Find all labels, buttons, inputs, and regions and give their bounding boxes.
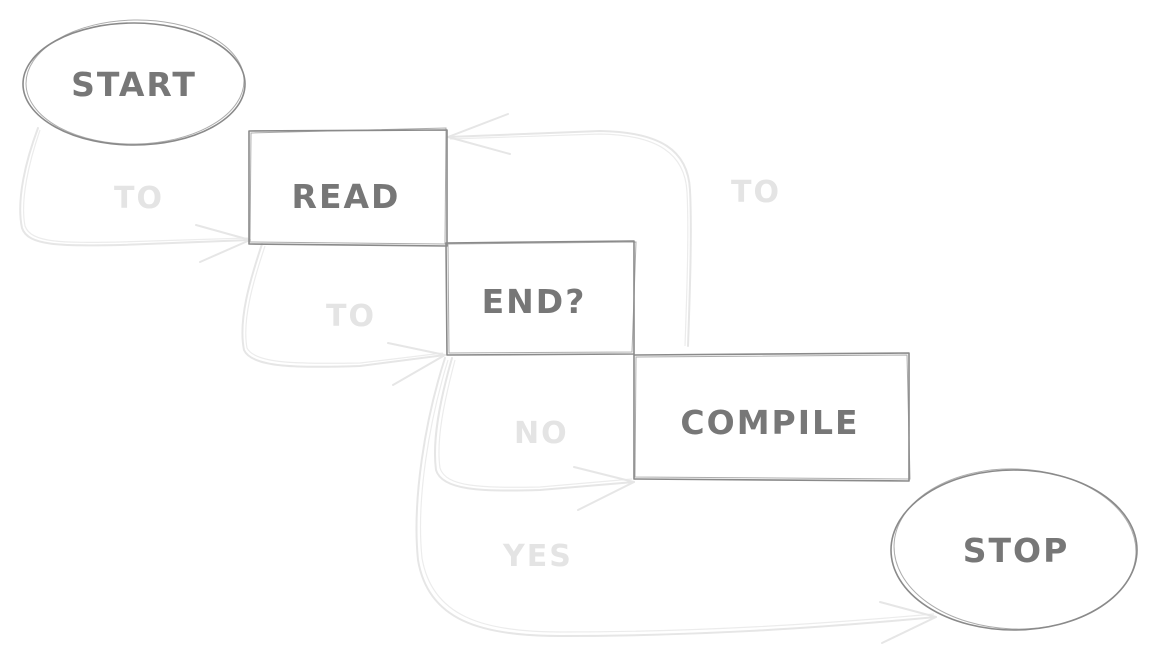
- arrowhead-icon: [195, 224, 251, 263]
- edge-label-start-read: TO: [114, 181, 164, 216]
- arrowhead-icon: [573, 466, 635, 511]
- arrowhead-icon: [387, 342, 446, 386]
- edge-end-to-compile[interactable]: NO: [433, 357, 635, 511]
- node-label-end: END?: [482, 282, 587, 321]
- edge-end-to-stop[interactable]: YES: [415, 357, 937, 644]
- node-compile[interactable]: COMPILE: [633, 352, 911, 482]
- arrowhead-icon: [447, 113, 511, 155]
- node-label-stop: STOP: [963, 531, 1070, 570]
- node-label-read: READ: [292, 177, 401, 216]
- node-end[interactable]: END?: [445, 240, 637, 356]
- edge-label-compile-read: TO: [731, 175, 781, 210]
- edge-label-no: NO: [514, 416, 569, 451]
- node-read[interactable]: READ: [248, 127, 448, 247]
- arrowhead-icon: [879, 601, 937, 644]
- edge-label-yes: YES: [502, 539, 573, 574]
- node-label-compile: COMPILE: [680, 403, 859, 442]
- node-label-start: START: [71, 65, 197, 104]
- node-start[interactable]: START: [22, 18, 246, 146]
- edge-start-to-read[interactable]: TO: [19, 127, 251, 263]
- edge-read-to-end[interactable]: TO: [241, 243, 446, 386]
- edge-compile-to-read[interactable]: TO: [447, 113, 781, 347]
- edge-label-read-end: TO: [326, 299, 376, 334]
- node-stop[interactable]: STOP: [890, 465, 1139, 633]
